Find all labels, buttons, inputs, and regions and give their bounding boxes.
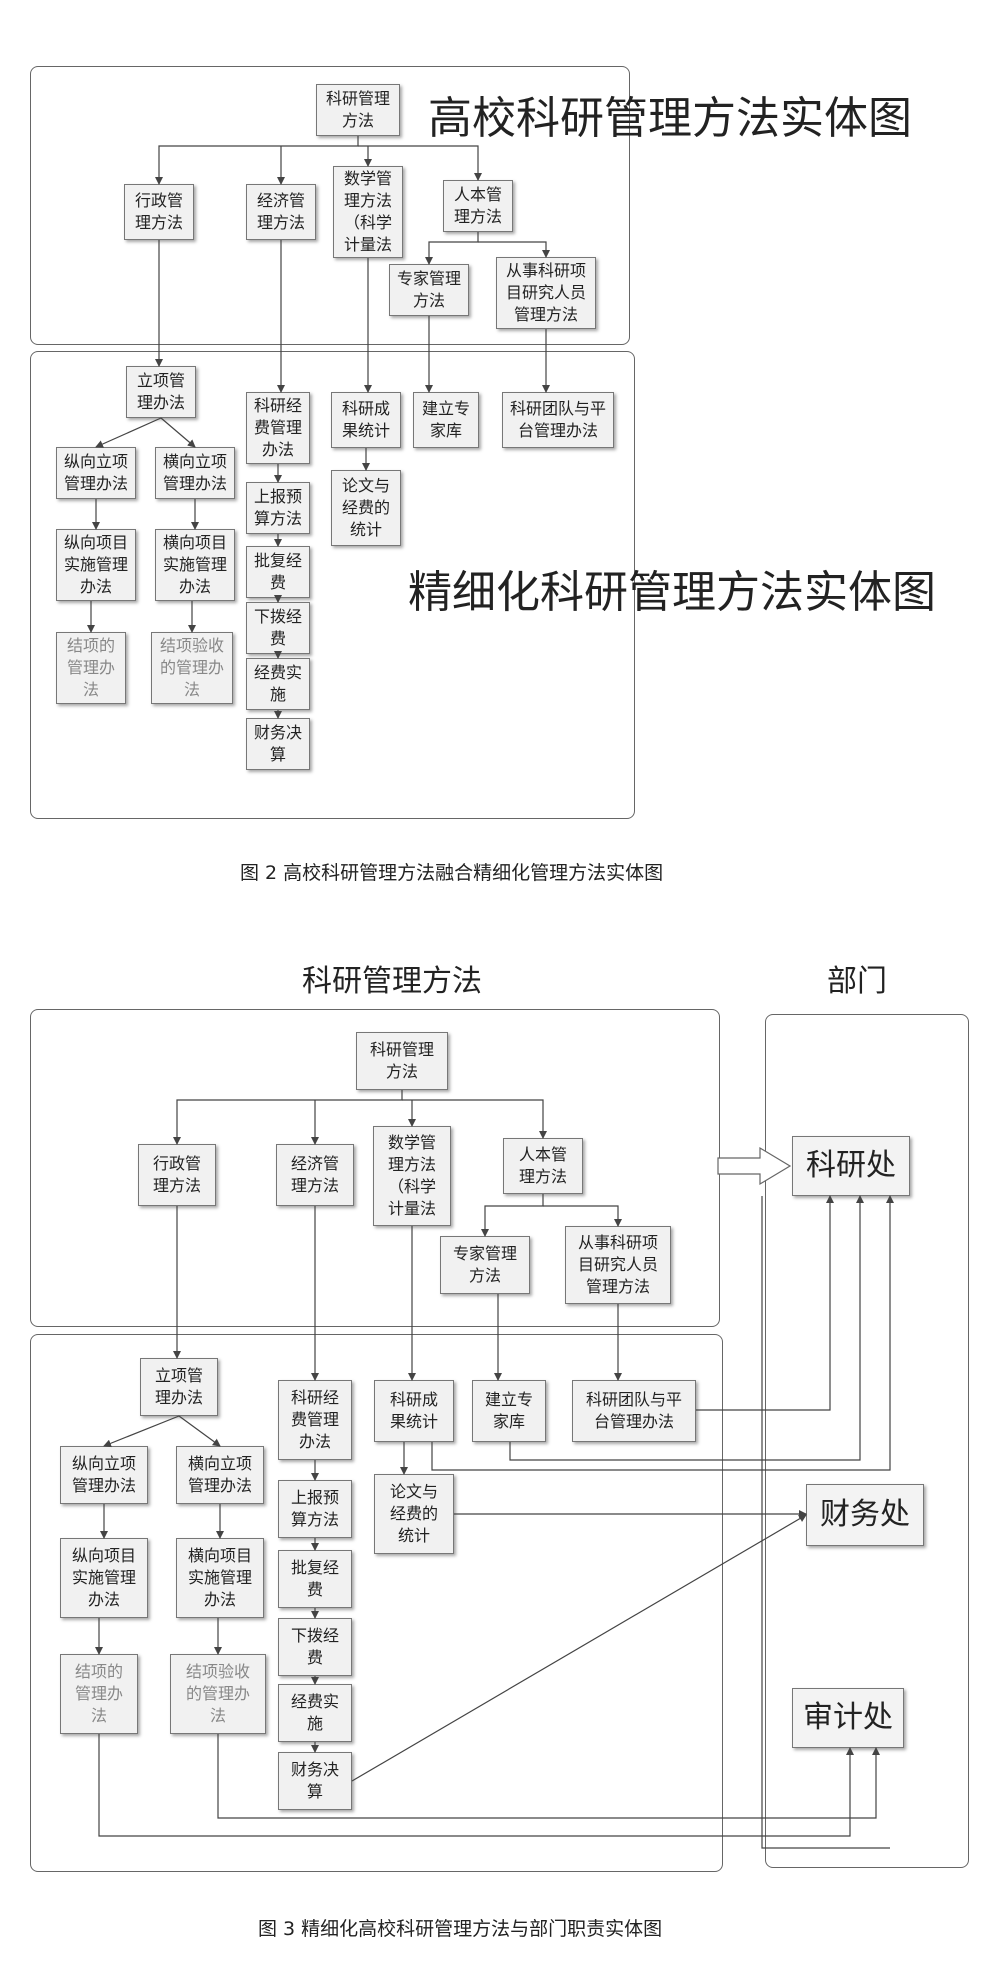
fig3-node-horiz-impl: 横向项目 实施管理 办法 [176,1538,264,1618]
fig2-node-math: 数学管 理方法 （科学 计量法 [333,166,403,258]
fig3-node-staff: 从事科研项 目研究人员 管理方法 [565,1226,671,1304]
fig2-node-econ: 经济管 理方法 [246,184,316,240]
fig3-header-dept: 部门 [827,964,887,999]
fig3-dept-research: 科研处 [792,1136,910,1196]
fig3-node-allot: 下拨经 费 [278,1618,352,1676]
fig3-node-close1: 结项的 管理办 法 [60,1654,138,1734]
fig2-node-team: 科研团队与平 台管理办法 [502,392,614,448]
fig2-panel-top [30,66,630,345]
fig2-node-expert: 专家管理 方法 [389,264,469,316]
fig3-node-stats: 科研成 果统计 [374,1380,454,1442]
fig2-node-horiz-impl: 横向项目 实施管理 办法 [155,529,235,601]
fig3-node-budget: 上报预 算方法 [278,1480,352,1538]
fig3-node-expert: 专家管理 方法 [440,1236,530,1294]
fig3-dept-audit: 审计处 [792,1688,904,1748]
fig2-node-vert: 纵向立项 管理办法 [56,447,136,499]
fig3-node-team: 科研团队与平 台管理办法 [572,1380,696,1442]
fig3-node-vert-impl: 纵向项目 实施管理 办法 [60,1538,148,1618]
fig2-node-implement: 经费实 施 [246,658,310,710]
fig3-node-human: 人本管 理方法 [503,1138,583,1194]
fig3-node-paper: 论文与 经费的 统计 [374,1474,454,1554]
fig2-node-project: 立项管 理办法 [126,366,196,418]
fig2-panel-bottom [30,351,635,819]
fig2-node-staff: 从事科研项 目研究人员 管理方法 [496,257,596,329]
fig2-node-expertdb: 建立专 家库 [413,392,479,448]
fig3-node-vert: 纵向立项 管理办法 [60,1446,148,1504]
fig3-node-root: 科研管理 方法 [356,1032,448,1090]
fig2-node-fund: 科研经 费管理 办法 [246,392,310,464]
fig3-caption: 图 3 精细化高校科研管理方法与部门职责实体图 [258,1918,663,1940]
fig3-node-expertdb: 建立专 家库 [472,1380,546,1442]
fig2-node-root: 科研管理 方法 [316,84,400,136]
fig3-dept-finance: 财务处 [806,1484,924,1546]
fig2-node-approve: 批复经 费 [246,546,310,598]
fig2-node-close1: 结项的 管理办 法 [56,632,126,704]
fig3-node-econ: 经济管 理方法 [276,1144,354,1206]
fig3-node-approve: 批复经 费 [278,1550,352,1608]
fig2-title-bottom: 精细化科研管理方法实体图 [408,567,936,618]
fig2-title-top: 高校科研管理方法实体图 [428,93,912,144]
fig2-node-paper: 论文与 经费的 统计 [331,470,401,546]
fig3-node-admin: 行政管 理方法 [138,1144,216,1206]
fig3-node-final: 财务决 算 [278,1752,352,1810]
fig2-node-vert-impl: 纵向项目 实施管理 办法 [56,529,136,601]
fig3-header-methods: 科研管理方法 [302,964,482,999]
fig3-node-implement: 经费实 施 [278,1684,352,1742]
fig2-node-stats: 科研成 果统计 [331,392,401,448]
fig3-node-horiz: 横向立项 管理办法 [176,1446,264,1504]
fig2-node-human: 人本管 理方法 [443,180,513,232]
fig2-node-final: 财务决 算 [246,718,310,770]
fig3-node-close2: 结项验收 的管理办 法 [170,1654,266,1734]
fig2-node-close2: 结项验收 的管理办 法 [151,632,233,704]
fig2-caption: 图 2 高校科研管理方法融合精细化管理方法实体图 [240,862,664,884]
fig3-node-fund: 科研经 费管理 办法 [278,1380,352,1460]
fig3-node-project: 立项管 理办法 [140,1358,218,1416]
fig2-node-admin: 行政管 理方法 [124,184,194,240]
fig2-node-budget: 上报预 算方法 [246,482,310,534]
fig2-node-horiz: 横向立项 管理办法 [155,447,235,499]
fig2-node-allot: 下拨经 费 [246,602,310,654]
fig3-node-math: 数学管 理方法 （科学 计量法 [373,1126,451,1226]
